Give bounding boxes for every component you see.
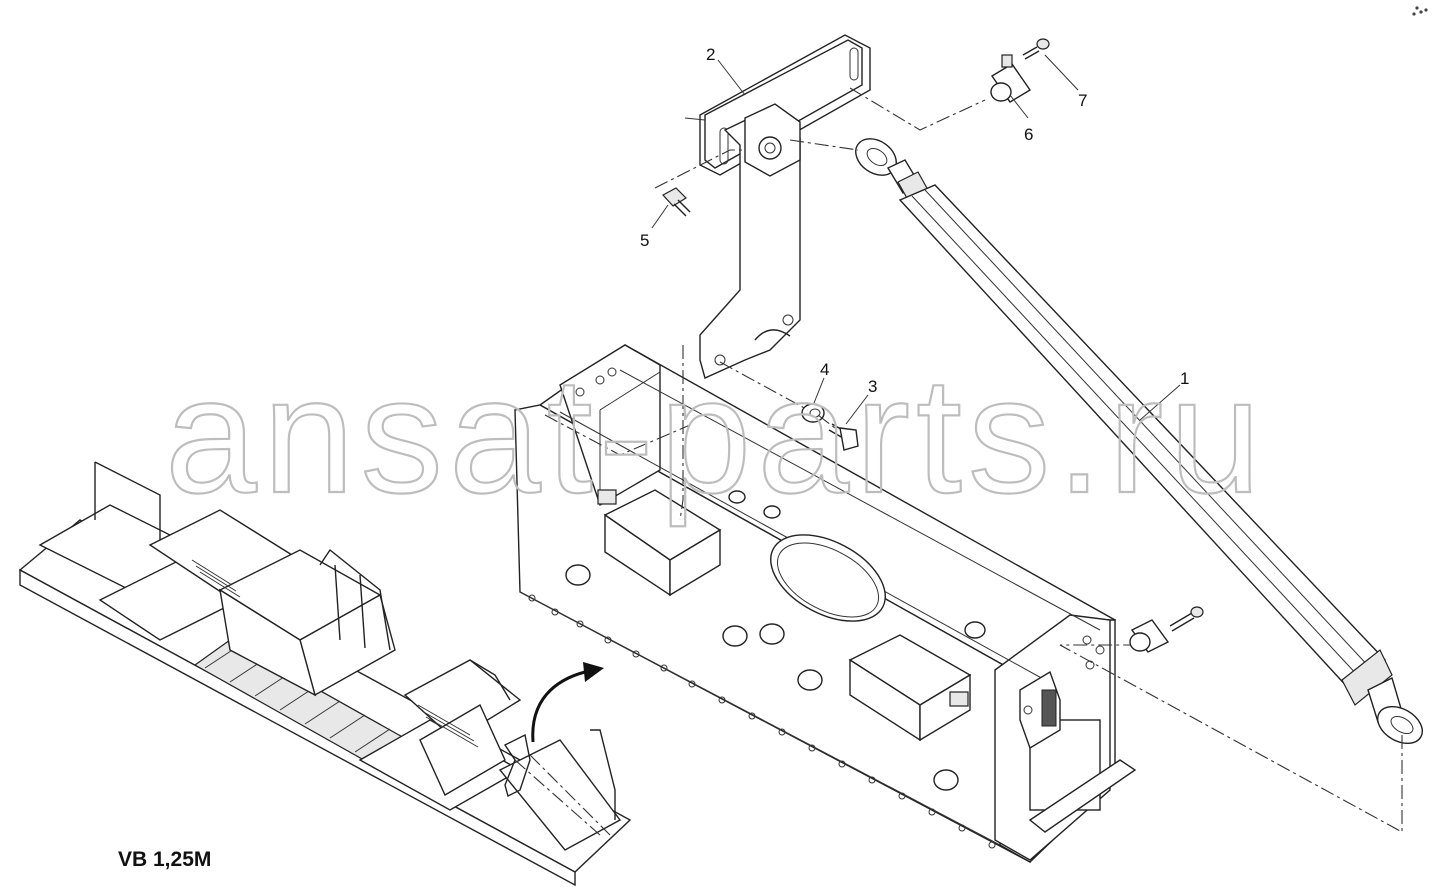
- lower-bushing: [1129, 606, 1204, 653]
- model-label: VB 1,25M: [118, 848, 211, 871]
- upper-bracket: [684, 34, 871, 379]
- callout-6: 6: [1024, 125, 1033, 144]
- bushing-6: [990, 54, 1032, 103]
- callout-3: 3: [868, 377, 877, 396]
- bolt-3: [828, 423, 859, 451]
- assembly-lines: [544, 87, 1403, 833]
- bolt-5: [662, 187, 691, 217]
- callout-4: 4: [820, 360, 829, 379]
- callout-2: 2: [706, 45, 715, 64]
- watermark: ansat-parts.ru: [165, 343, 1267, 527]
- callout-1: 1: [1180, 369, 1189, 388]
- corner-mark-icon: [1412, 6, 1428, 16]
- callout-5: 5: [640, 231, 649, 250]
- washer-4: [801, 403, 825, 423]
- screw-7: [1022, 38, 1050, 60]
- leader-lines: [651, 54, 1181, 425]
- inset-overview-machine: [18, 461, 632, 887]
- gas-spring: [855, 138, 1423, 745]
- callout-7: 7: [1078, 91, 1087, 110]
- main-frame: [514, 344, 1137, 864]
